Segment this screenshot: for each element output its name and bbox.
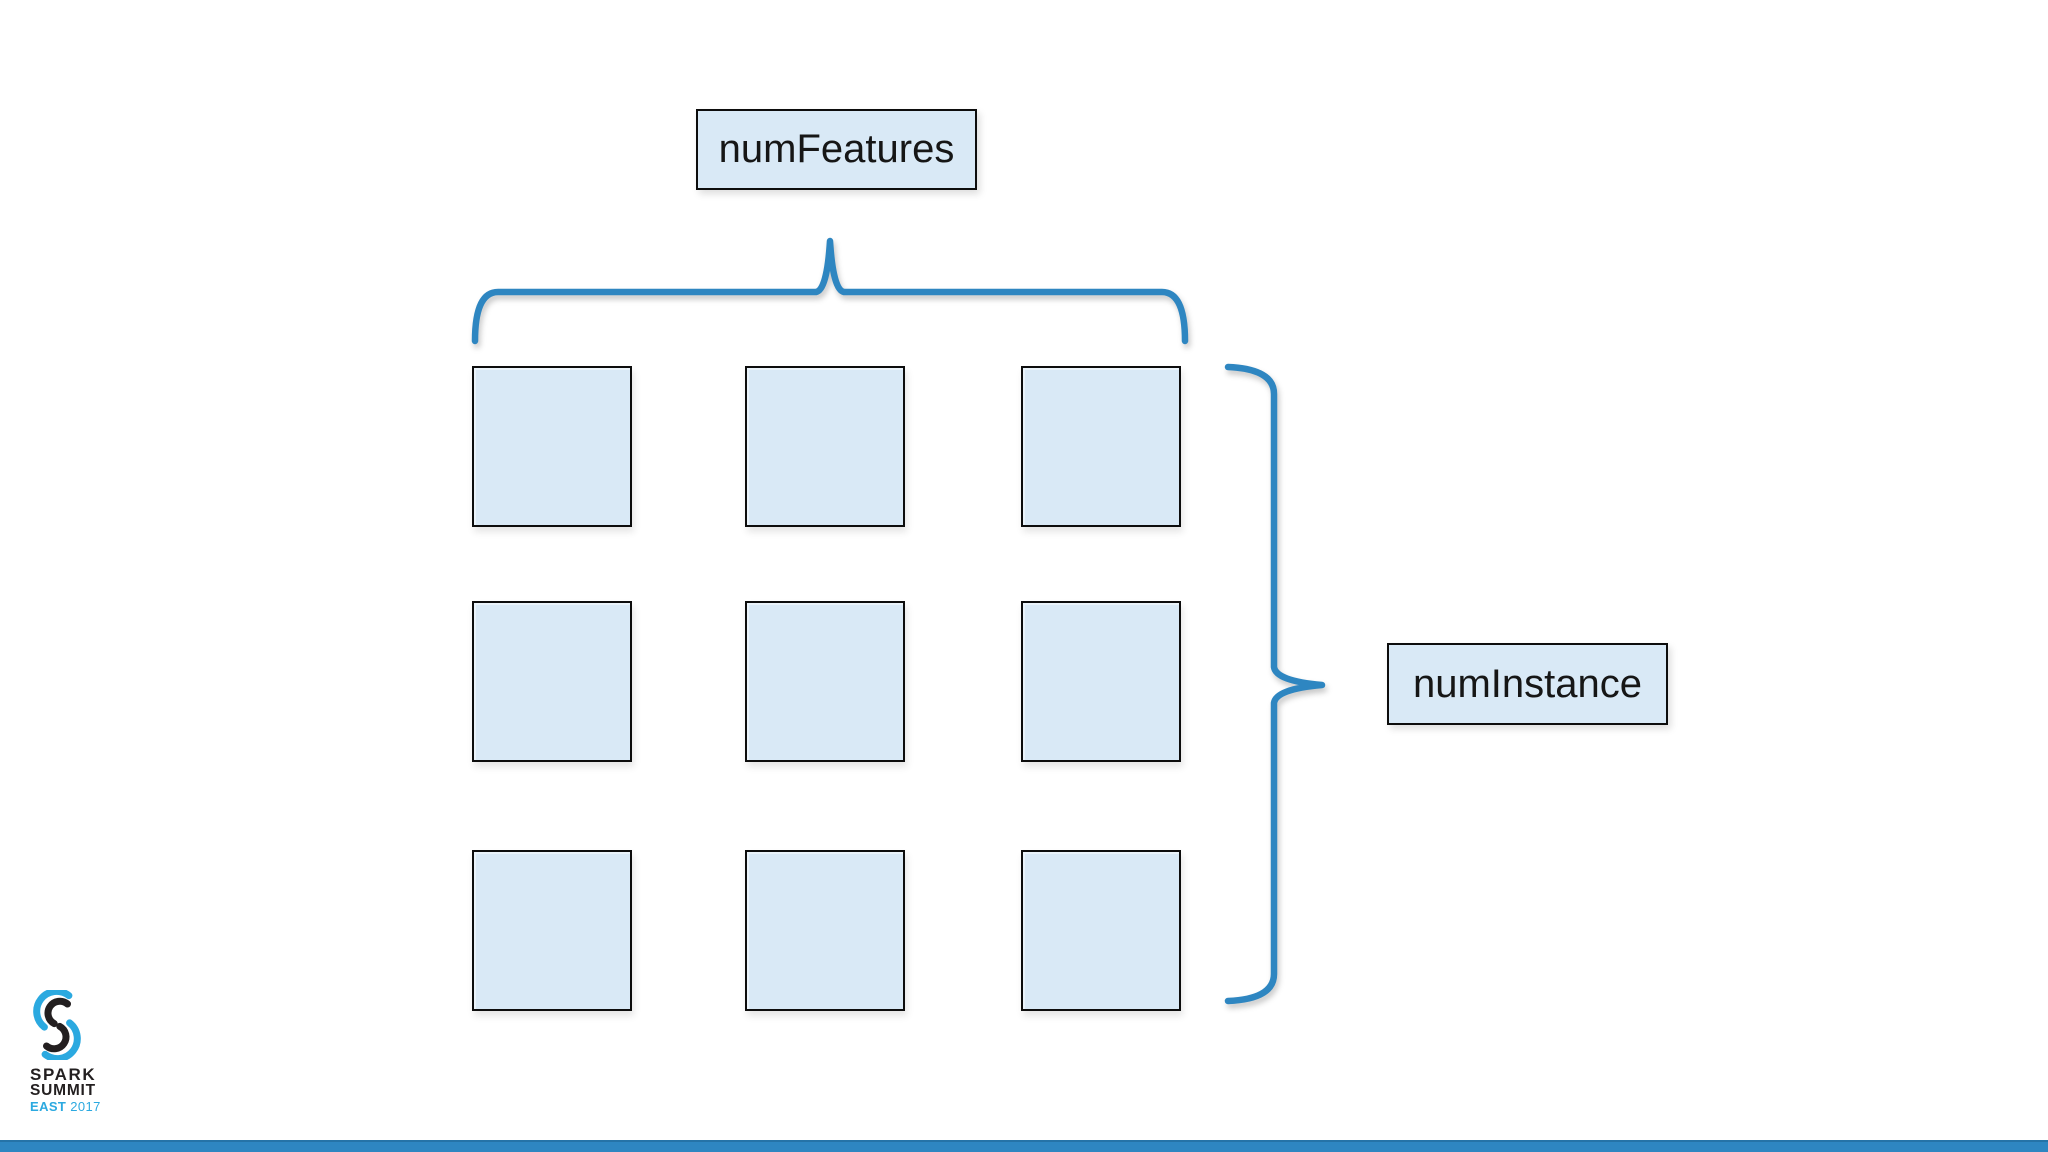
matrix-cell: [1021, 366, 1181, 527]
top-brace-path: [471, 237, 1189, 345]
spark-summit-mark-icon: [33, 990, 81, 1060]
right-brace: [1224, 363, 1326, 1005]
num-features-label: numFeatures: [718, 127, 955, 171]
matrix-cell: [1021, 601, 1181, 762]
matrix-cell: [472, 601, 632, 762]
matrix-cell: [745, 850, 905, 1011]
logo-text-east-2017: EAST 2017: [30, 1098, 140, 1115]
matrix-cell: [472, 366, 632, 527]
footer-accent-bar: [0, 1140, 2048, 1152]
num-instances-label: numInstance: [1412, 661, 1643, 706]
matrix-cell: [1021, 850, 1181, 1011]
logo-text-spark: SPARK: [30, 1065, 97, 1084]
matrix-cell: [745, 601, 905, 762]
num-instances-box: numInstance: [1387, 643, 1668, 725]
num-features-box: numFeatures: [696, 109, 977, 190]
top-brace: [471, 237, 1189, 345]
logo-text-east: EAST: [30, 1098, 67, 1114]
logo-text-year: 2017: [70, 1098, 101, 1114]
matrix-cell: [745, 366, 905, 527]
right-brace-path: [1224, 363, 1326, 1005]
spark-summit-logo: SPARK SUMMIT EAST 2017: [30, 990, 140, 1115]
matrix-cell: [472, 850, 632, 1011]
logo-text-summit: SUMMIT: [30, 1082, 96, 1099]
matrix-grid: [472, 366, 1181, 1011]
